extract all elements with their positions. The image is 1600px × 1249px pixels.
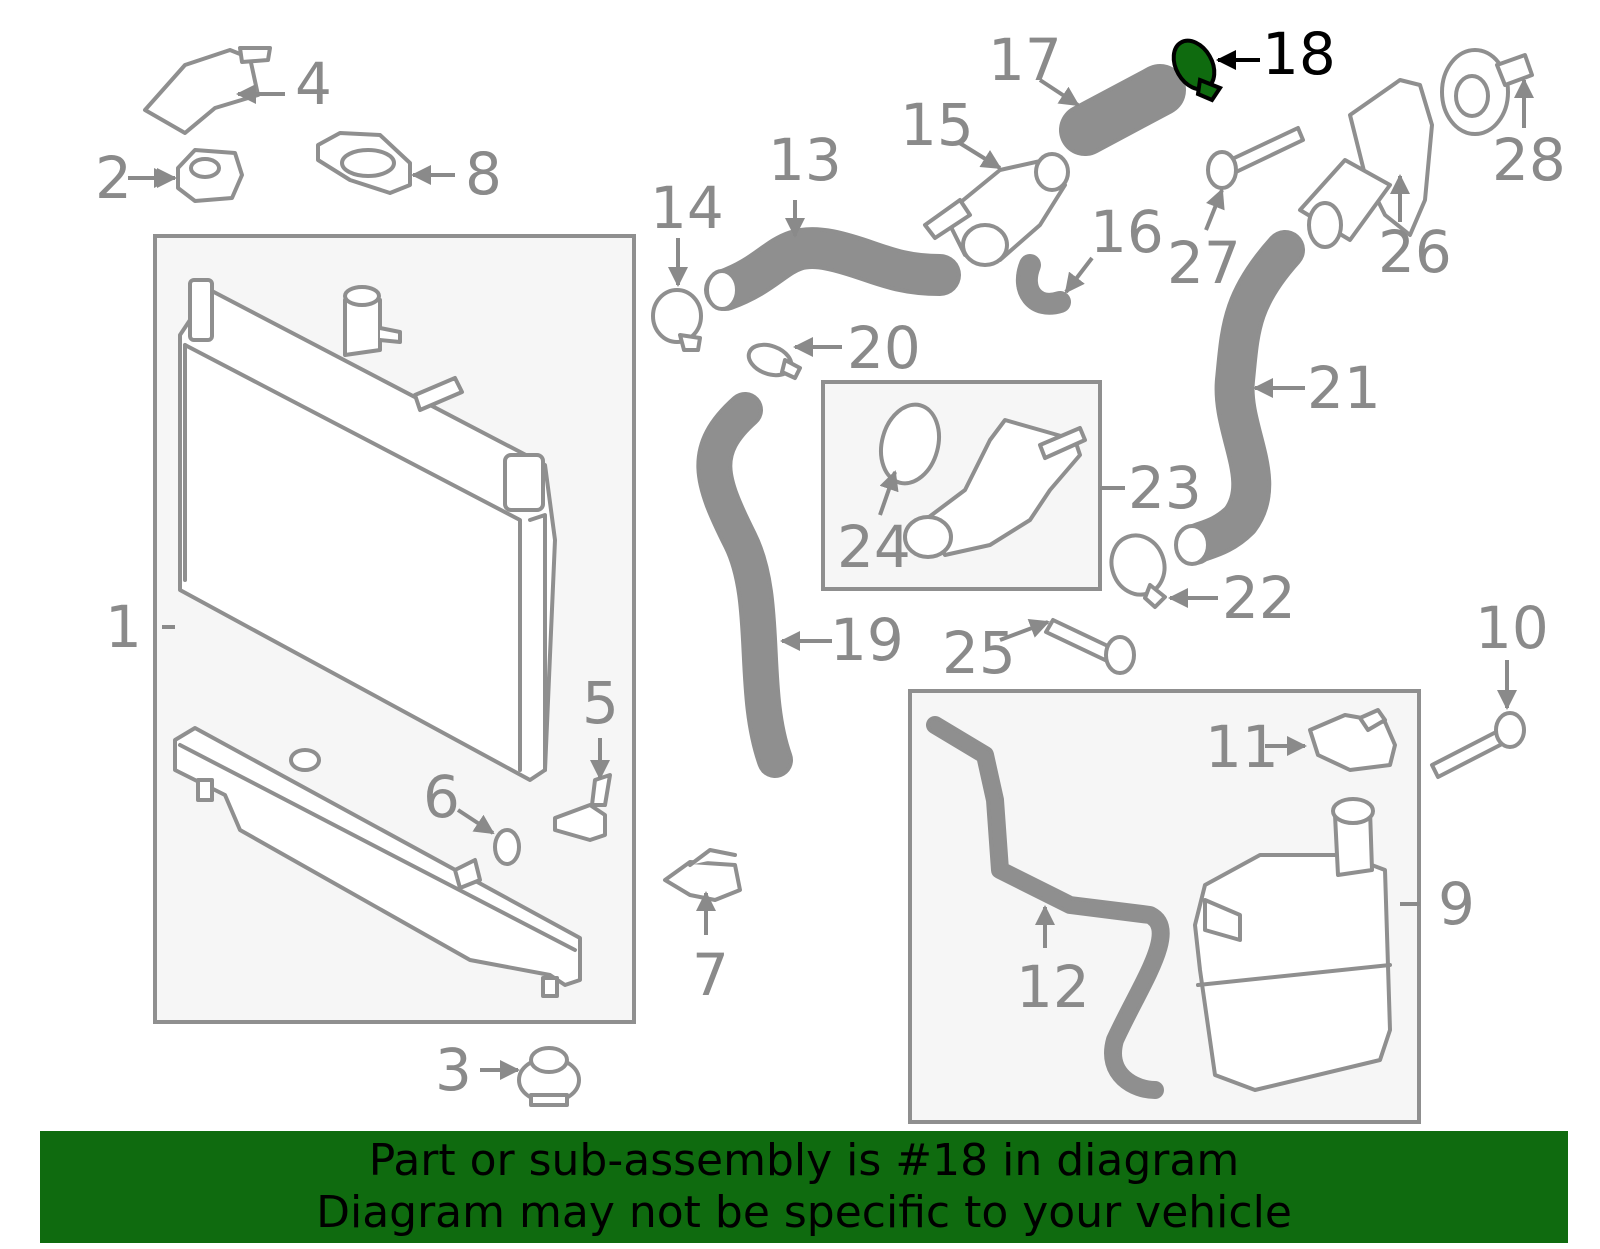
callout-17: 17 (988, 26, 1062, 94)
callout-20: 20 (847, 314, 921, 382)
callout-22: 22 (1222, 564, 1296, 632)
banner-line-1: Part or sub-assembly is #18 in diagram (368, 1135, 1240, 1186)
callout-12: 12 (1016, 953, 1090, 1021)
callout-26: 26 (1378, 218, 1452, 286)
part-14-clamp[interactable] (651, 288, 703, 352)
callout-9: 9 (1438, 870, 1475, 938)
part-23-water-outlet[interactable] (903, 418, 1087, 559)
part-9-reservoir[interactable] (1193, 797, 1392, 1092)
callout-10: 10 (1475, 594, 1549, 662)
leader-lines (128, 50, 1534, 1080)
callout-labels: 1 2 3 4 5 6 7 8 9 10 11 12 13 14 15 16 1… (95, 20, 1566, 1104)
callout-2: 2 (95, 144, 132, 212)
part-27-bolt[interactable] (1206, 126, 1305, 190)
callout-7: 7 (692, 941, 729, 1009)
callout-8: 8 (465, 140, 502, 208)
part-19-hose[interactable] (696, 392, 793, 778)
banner-line-2: Diagram may not be specific to your vehi… (316, 1187, 1292, 1238)
callout-28: 28 (1492, 126, 1566, 194)
part-13-hose[interactable] (704, 227, 961, 311)
callout-27: 27 (1167, 229, 1241, 297)
callout-5: 5 (582, 669, 619, 737)
part-15-water-fitting[interactable] (923, 152, 1070, 267)
part-12-overflow-hose[interactable] (926, 716, 1170, 1099)
callout-25: 25 (942, 619, 1016, 687)
callout-11: 11 (1205, 713, 1279, 781)
part-17-hose[interactable] (1059, 64, 1186, 156)
part-10-bolt[interactable] (1430, 711, 1526, 779)
part-11-reservoir-cap[interactable] (1308, 708, 1397, 772)
part-5-sensor[interactable] (553, 773, 612, 842)
callout-15: 15 (900, 91, 974, 159)
callout-18: 18 (1262, 20, 1336, 88)
callout-24: 24 (837, 513, 911, 581)
part-20-clamp[interactable] (745, 339, 802, 380)
part-26-thermostat-housing[interactable] (1298, 78, 1434, 249)
part-16-small-hose[interactable] (1015, 254, 1071, 315)
callout-1: 1 (105, 593, 142, 661)
radiator-lower-tank (173, 726, 582, 998)
callout-3: 3 (435, 1036, 472, 1104)
part-7-switch[interactable] (663, 848, 742, 902)
callout-4: 4 (295, 50, 332, 118)
callout-13: 13 (768, 126, 842, 194)
part-18-clamp-highlighted[interactable] (1165, 33, 1224, 103)
callout-14: 14 (650, 174, 724, 242)
part-24-gasket[interactable] (873, 398, 948, 490)
part-4-air-guide[interactable] (143, 46, 272, 135)
callout-16: 16 (1090, 198, 1164, 266)
part-3-radiator-cap[interactable] (517, 1046, 581, 1107)
callout-21: 21 (1307, 354, 1381, 422)
part-2-drain-plug[interactable] (176, 148, 244, 203)
radiator-part[interactable] (178, 278, 557, 782)
callout-6: 6 (423, 763, 460, 831)
callout-19: 19 (830, 606, 904, 674)
part-25-bolt[interactable] (1044, 618, 1136, 675)
part-6-o-ring[interactable] (493, 828, 521, 866)
part-28-thermostat[interactable] (1440, 48, 1534, 136)
part-21-hose[interactable] (1174, 230, 1305, 566)
part-22-clamp[interactable] (1103, 528, 1172, 609)
part-8-bracket[interactable] (316, 131, 412, 195)
callout-23: 23 (1128, 454, 1202, 522)
info-banner: Part or sub-assembly is #18 in diagram D… (40, 1131, 1568, 1243)
